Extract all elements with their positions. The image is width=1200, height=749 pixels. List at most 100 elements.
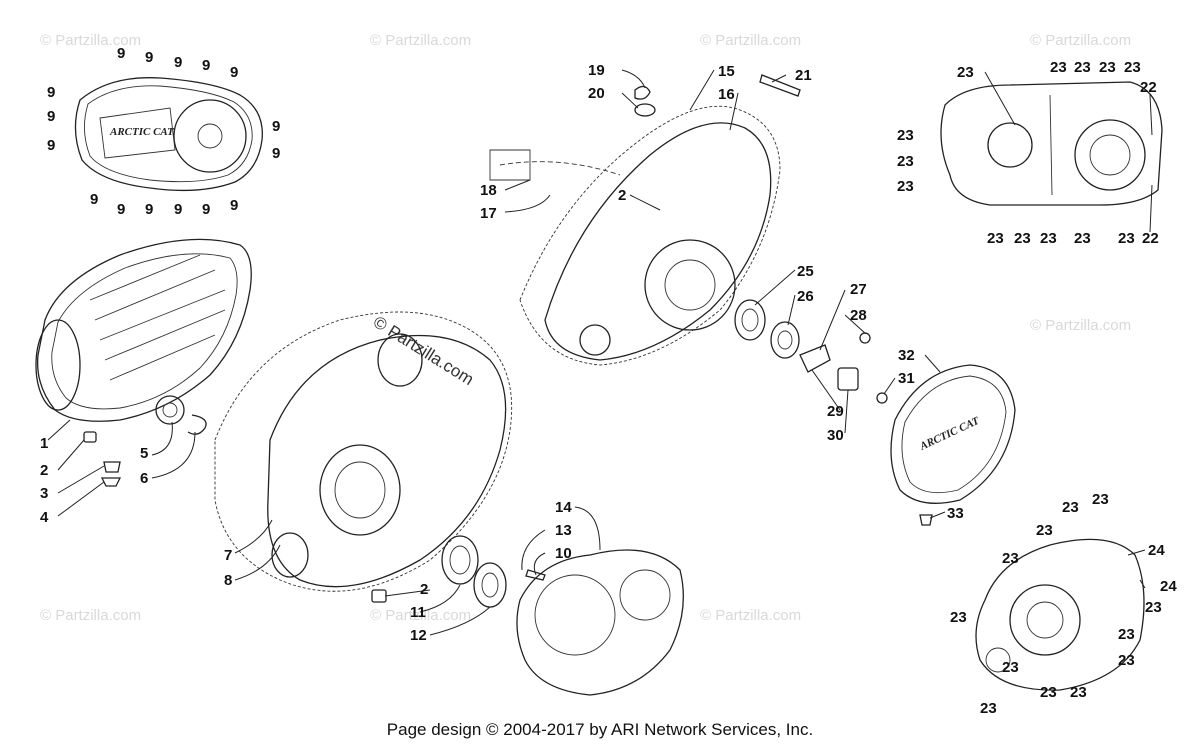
callout-23: 23: [897, 127, 914, 144]
callout-19: 19: [588, 62, 605, 79]
callout-23: 23: [987, 230, 1004, 247]
callout-14: 14: [555, 499, 572, 516]
callout-23: 23: [1050, 59, 1067, 76]
callout-9: 9: [47, 137, 55, 154]
callout-18: 18: [480, 182, 497, 199]
callout-24: 24: [1148, 542, 1165, 559]
callout-21: 21: [795, 67, 812, 84]
callout-23: 23: [950, 609, 967, 626]
leader-lines: [47, 69, 1153, 636]
callout-4: 4: [40, 509, 49, 526]
arctic-cat-logo: ARCTIC CAT: [109, 126, 175, 138]
watermark-center: © Partzilla.com: [370, 312, 477, 389]
callout-2: 2: [40, 462, 48, 479]
callout-22: 22: [1140, 79, 1157, 96]
clutch-cover-drawing: [35, 238, 252, 487]
callout-23: 23: [1040, 684, 1057, 701]
watermark: © Partzilla.com: [40, 32, 141, 49]
inner-clutch-cover-drawing: [214, 311, 546, 608]
magneto-cover-drawing: ARCTIC CAT: [890, 364, 1016, 526]
callout-26: 26: [797, 288, 814, 305]
callout-31: 31: [898, 370, 915, 387]
callout-9: 9: [272, 118, 280, 135]
callout-33: 33: [947, 505, 964, 522]
watermark: © Partzilla.com: [1030, 317, 1131, 334]
callout-23: 23: [1014, 230, 1031, 247]
callout-9: 9: [117, 45, 125, 62]
callout-23: 23: [897, 153, 914, 170]
callout-29: 29: [827, 403, 844, 420]
callout-9: 9: [47, 108, 55, 125]
arctic-cat-logo-magneto: ARCTIC CAT: [917, 414, 982, 453]
callout-9: 9: [230, 197, 238, 214]
callout-17: 17: [480, 205, 497, 222]
callout-12: 12: [410, 627, 427, 644]
callout-22: 22: [1142, 230, 1159, 247]
watermark: © Partzilla.com: [370, 607, 471, 624]
callout-23: 23: [1074, 59, 1091, 76]
callout-23: 23: [1036, 522, 1053, 539]
callout-23: 23: [1040, 230, 1057, 247]
callout-7: 7: [224, 547, 232, 564]
callout-32: 32: [898, 347, 915, 364]
callout-13: 13: [555, 522, 572, 539]
callout-23: 23: [1002, 550, 1019, 567]
bearing-stack-drawing: [734, 299, 888, 404]
copyright-footer: Page design © 2004-2017 by ARI Network S…: [386, 720, 814, 739]
callout-23: 23: [1002, 659, 1019, 676]
callout-30: 30: [827, 427, 844, 444]
callout-23: 23: [1118, 626, 1135, 643]
callout-23: 23: [1062, 499, 1079, 516]
right-case-cover-drawing: [940, 81, 1163, 206]
lower-right-cover-drawing: [975, 538, 1145, 691]
callout-labels: 9 9 9 9 9 9 9 9 9 9 9 9 9 9 9 9 1 2 3 4 …: [40, 45, 1177, 717]
callout-8: 8: [224, 572, 232, 589]
crankcase-drawing: [489, 74, 801, 366]
callout-23: 23: [1092, 491, 1109, 508]
callout-9: 9: [145, 49, 153, 66]
callout-9: 9: [47, 84, 55, 101]
watermark: © Partzilla.com: [370, 32, 471, 49]
watermark: © Partzilla.com: [40, 607, 141, 624]
callout-11: 11: [410, 604, 426, 621]
callout-6: 6: [140, 470, 148, 487]
callout-2: 2: [420, 581, 428, 598]
callout-9: 9: [230, 64, 238, 81]
callout-3: 3: [40, 485, 48, 502]
watermark: © Partzilla.com: [700, 607, 801, 624]
callout-23: 23: [1145, 599, 1162, 616]
callout-23: 23: [1124, 59, 1141, 76]
callout-16: 16: [718, 86, 735, 103]
callout-23: 23: [957, 64, 974, 81]
callout-23: 23: [1099, 59, 1116, 76]
callout-1: 1: [40, 435, 48, 452]
callout-23: 23: [1074, 230, 1091, 247]
callout-20: 20: [588, 85, 605, 102]
callout-2: 2: [618, 187, 626, 204]
callout-24: 24: [1160, 578, 1177, 595]
callout-9: 9: [202, 201, 210, 218]
callout-23: 23: [1118, 652, 1135, 669]
callout-9: 9: [174, 201, 182, 218]
callout-23: 23: [1070, 684, 1087, 701]
callout-23: 23: [897, 178, 914, 195]
callout-9: 9: [117, 201, 125, 218]
callout-10: 10: [555, 545, 572, 562]
callout-9: 9: [272, 145, 280, 162]
watermark: © Partzilla.com: [700, 32, 801, 49]
watermark: © Partzilla.com: [1030, 32, 1131, 49]
callout-9: 9: [174, 54, 182, 71]
gasket-drawing: [516, 549, 684, 696]
callout-5: 5: [140, 445, 148, 462]
callout-28: 28: [850, 307, 867, 324]
callout-25: 25: [797, 263, 814, 280]
callout-23: 23: [1118, 230, 1135, 247]
callout-23: 23: [980, 700, 997, 717]
callout-15: 15: [718, 63, 735, 80]
callout-9: 9: [145, 201, 153, 218]
callout-9: 9: [202, 57, 210, 74]
callout-27: 27: [850, 281, 867, 298]
callout-9: 9: [90, 191, 98, 208]
outer-clutch-cover-drawing: ARCTIC CAT: [74, 77, 263, 192]
